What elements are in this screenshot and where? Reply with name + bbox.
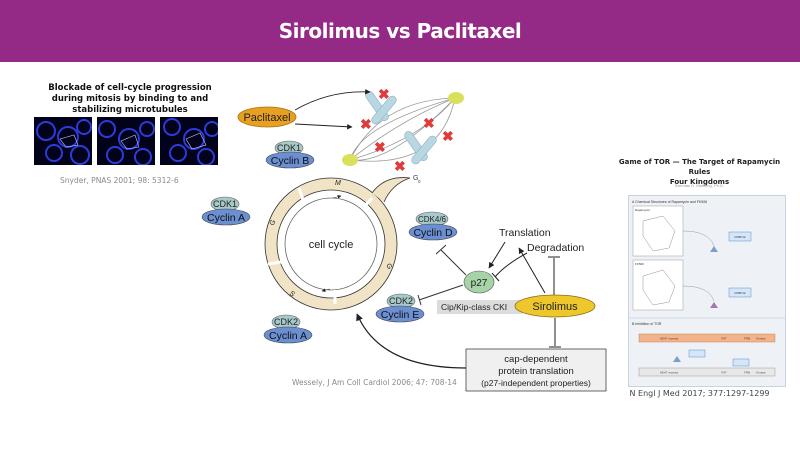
- cki-label-box: [437, 300, 523, 314]
- svg-text:FAT: FAT: [721, 337, 726, 341]
- svg-text:M: M: [335, 180, 341, 187]
- cdk2-cyclin-a-complex: CDK2 Cyclin A: [263, 314, 313, 344]
- title-line: Game of TOR — The Target of Rapamycin Ru…: [618, 158, 781, 176]
- svg-text:protein translation: protein translation: [498, 366, 574, 377]
- chromosome-icon: [365, 91, 397, 125]
- svg-text:✖: ✖: [374, 139, 386, 155]
- degradation-label: Degradation: [527, 242, 584, 254]
- microtubule-image-3: [160, 117, 218, 165]
- paclitaxel-caption: Blockade of cell-cycle progression durin…: [30, 83, 230, 116]
- svg-text:CDK1: CDK1: [213, 199, 237, 209]
- chromosome-icon: [404, 131, 437, 165]
- centrosome-icon: [448, 92, 464, 104]
- paclitaxel-node: Paclitaxel: [237, 106, 297, 128]
- svg-text:FRB: FRB: [744, 337, 750, 341]
- svg-text:Cyclin D: Cyclin D: [413, 227, 453, 239]
- sirolimus-node: Sirolimus: [514, 294, 596, 318]
- svg-text:CDK1: CDK1: [277, 143, 301, 153]
- svg-text:S: S: [288, 290, 296, 299]
- snyder-citation: Snyder, PNAS 2001; 98: 5312-6: [60, 176, 179, 185]
- svg-text:✖: ✖: [442, 128, 454, 144]
- microtubule-image-2: [97, 117, 155, 165]
- tor-figure: A Chemical Structures of Rapamycin and F…: [628, 195, 786, 387]
- cdk1-cyclin-b-complex: CDK1 Cyclin B: [265, 140, 315, 169]
- nejm-citation: N Engl J Med 2017; 377:1297-1299: [629, 389, 770, 398]
- title-line: Four Kingdoms: [669, 178, 730, 186]
- rapamycin-structure: [632, 205, 684, 257]
- cell-cycle-diagram: ✖✖✖ ✖✖✖ Paclitaxel CDK1 Cyclin B M G 0 G…: [201, 86, 607, 392]
- svg-text:FKBP12: FKBP12: [734, 291, 746, 295]
- caption-line: Blockade of cell-cycle progression: [48, 83, 212, 93]
- svg-text:FRB: FRB: [744, 371, 750, 375]
- cdk1-cyclin-a-complex: CDK1 Cyclin A: [201, 196, 251, 226]
- svg-text:✖: ✖: [378, 86, 390, 102]
- cdk4-6-cyclin-d-complex: CDK4/6 Cyclin D: [408, 211, 458, 241]
- block-x-icons: ✖✖✖ ✖✖✖: [360, 86, 454, 174]
- svg-text:Sirolimus: Sirolimus: [532, 301, 578, 313]
- svg-text:Kinase: Kinase: [756, 371, 766, 375]
- slide-title: Sirolimus vs Paclitaxel: [278, 19, 522, 43]
- tor-protein-off-bar: [638, 367, 776, 377]
- svg-text:Paclitaxel: Paclitaxel: [243, 112, 290, 124]
- svg-text:Rapamycin: Rapamycin: [635, 208, 650, 212]
- svg-text:p27: p27: [471, 278, 488, 289]
- tor-protein-on-bar: [638, 333, 776, 343]
- svg-text:(p27-independent properties): (p27-independent properties): [481, 378, 591, 388]
- svg-text:FAT: FAT: [721, 371, 726, 375]
- svg-text:Cyclin E: Cyclin E: [381, 309, 420, 321]
- cell-cycle-label: cell cycle: [309, 239, 354, 251]
- svg-text:✖: ✖: [423, 115, 435, 131]
- svg-text:FKBP12: FKBP12: [734, 235, 746, 239]
- cki-label: Cip/Kip-class CKI: [441, 302, 507, 312]
- svg-text:Cyclin A: Cyclin A: [207, 212, 245, 224]
- svg-text:Kinase: Kinase: [756, 337, 766, 341]
- figure-label-a: A Chemical Structures of Rapamycin and F…: [632, 200, 707, 204]
- translation-label: Translation: [499, 227, 551, 239]
- svg-text:cap-dependent: cap-dependent: [504, 354, 568, 365]
- mitotic-spindle-icon: ✖✖✖ ✖✖✖: [294, 86, 464, 174]
- microtubule-image-1: [34, 117, 92, 165]
- wessely-citation: Wessely, J Am Coll Cardiol 2006; 47: 708…: [292, 378, 457, 387]
- centrosome-icon: [342, 154, 358, 166]
- caption-line: during mitosis by binding to and: [51, 94, 209, 104]
- svg-text:G: G: [384, 263, 393, 271]
- svg-text:0: 0: [418, 179, 421, 184]
- svg-text:CDK2: CDK2: [274, 317, 298, 327]
- p27-node: p27: [463, 270, 495, 294]
- inhibition-arrows: [417, 244, 467, 306]
- fk506-structure: [632, 259, 684, 311]
- nejm-article-title: Game of TOR — The Target of Rapamycin Ru…: [612, 157, 787, 187]
- figure-label-b: B Inhibition of TOR: [632, 322, 662, 326]
- svg-text:G: G: [413, 175, 418, 182]
- svg-text:CDK4/6: CDK4/6: [418, 215, 447, 224]
- svg-text:CDK2: CDK2: [389, 296, 413, 306]
- svg-text:✖: ✖: [360, 116, 372, 132]
- cdk2-cyclin-e-complex: CDK2 Cyclin E: [375, 293, 425, 323]
- title-bar: Sirolimus vs Paclitaxel: [0, 0, 800, 62]
- cap-dependent-translation-box: cap-dependent protein translation (p27-i…: [465, 348, 607, 392]
- svg-text:G: G: [269, 219, 278, 227]
- svg-text:Cyclin B: Cyclin B: [271, 155, 310, 167]
- svg-text:Cyclin A: Cyclin A: [269, 330, 307, 342]
- svg-text:FK506: FK506: [635, 262, 644, 266]
- cell-cycle-ring: M G 0 G G S cell cycle: [264, 175, 421, 311]
- caption-line: stabilizing microtubules: [72, 105, 188, 115]
- svg-text:✖: ✖: [394, 158, 406, 174]
- svg-text:HEAT repeats: HEAT repeats: [660, 371, 679, 375]
- svg-text:HEAT repeats: HEAT repeats: [660, 337, 679, 341]
- nejm-author: Brendan D. Manning, Ph.D.: [675, 183, 724, 188]
